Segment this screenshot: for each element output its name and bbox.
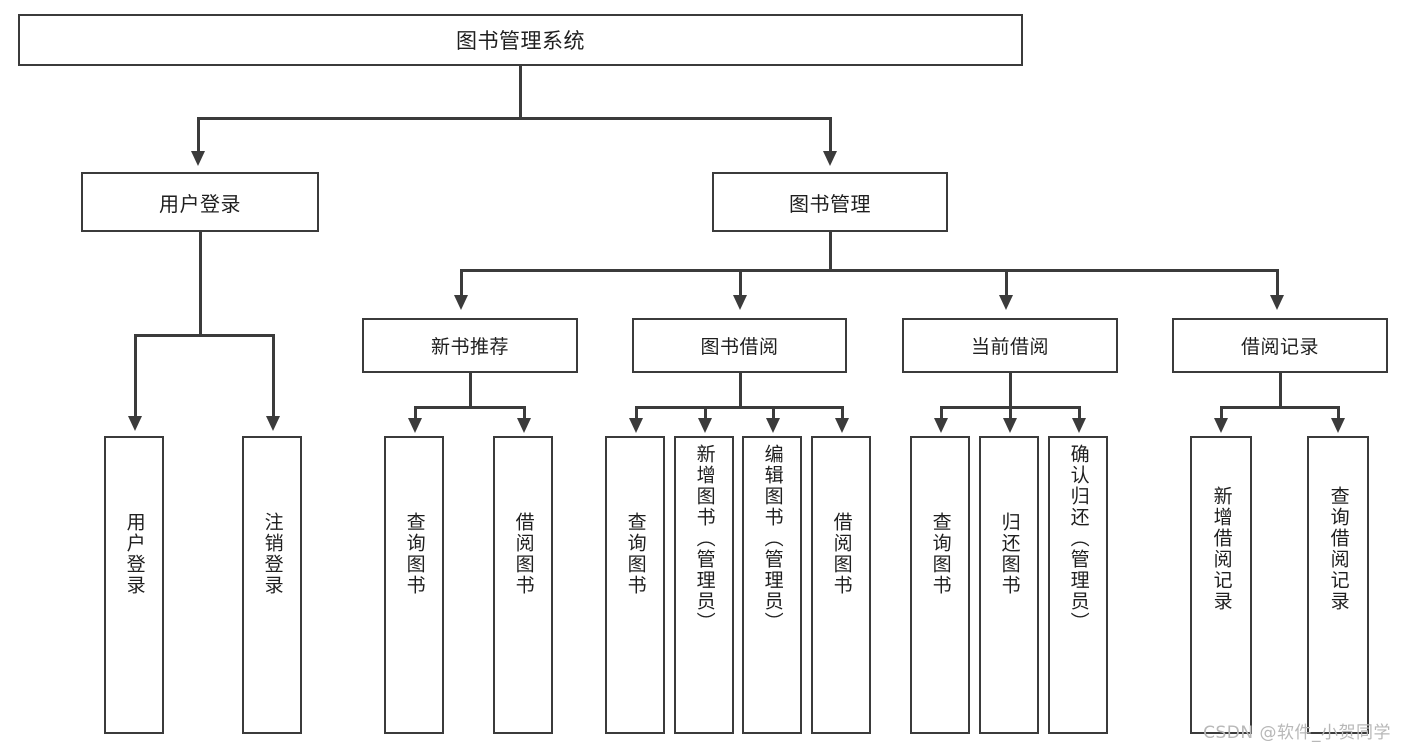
arrowhead-new-book (454, 295, 468, 310)
connector-drop-login-1 (134, 334, 137, 418)
connector-drop-login-2 (272, 334, 275, 418)
connector-new-book-stem (469, 373, 472, 408)
arrowhead-br-2 (1331, 418, 1345, 433)
leaf-new-book-borrow[interactable]: 借阅图书 (493, 436, 553, 734)
connector-drop-br-2 (1337, 406, 1340, 420)
connector-drop-bb-2 (704, 406, 707, 420)
arrowhead-br-1 (1214, 418, 1228, 433)
node-label: 图书借阅 (700, 336, 779, 358)
arrowhead-cb-2 (1003, 418, 1017, 433)
csdn-watermark: CSDN @软件_小贺同学 (1203, 723, 1391, 743)
node-current-borrow[interactable]: 当前借阅 (902, 318, 1118, 373)
arrowhead-bb-4 (835, 418, 849, 433)
arrowhead-login-1 (128, 416, 142, 431)
connector-drop-bb-4 (841, 406, 844, 420)
connector-user-login-bus (134, 334, 272, 337)
leaf-current-borrow-return[interactable]: 归还图书 (979, 436, 1039, 734)
leaf-book-borrow-lend[interactable]: 借阅图书 (811, 436, 871, 734)
node-user-login[interactable]: 用户登录 (81, 172, 319, 232)
leaf-label: 新增图书（管理员） (693, 444, 716, 633)
connector-book-borrow-stem (739, 373, 742, 408)
node-book-management[interactable]: 图书管理 (712, 172, 948, 232)
connector-drop-nb-2 (523, 406, 526, 420)
connector-book-manage-stem (829, 232, 832, 271)
connector-drop-cb-1 (940, 406, 943, 420)
connector-drop-borrow-record (1276, 269, 1279, 297)
connector-borrow-record-bus (1220, 406, 1339, 409)
connector-current-borrow-stem (1009, 373, 1012, 408)
arrowhead-bb-3 (766, 418, 780, 433)
connector-drop-cb-2 (1009, 406, 1012, 420)
leaf-label: 查询借阅记录 (1327, 486, 1350, 612)
arrowhead-bb-2 (698, 418, 712, 433)
node-root-label: 图书管理系统 (456, 29, 585, 53)
connector-drop-user-login (197, 117, 200, 153)
arrowhead-book-borrow (733, 295, 747, 310)
connector-drop-bb-1 (635, 406, 638, 420)
connector-user-login-stem (199, 232, 202, 336)
leaf-book-borrow-add[interactable]: 新增图书（管理员） (674, 436, 734, 734)
node-book-borrow[interactable]: 图书借阅 (632, 318, 847, 373)
leaf-user-login-signout[interactable]: 注销登录 (242, 436, 302, 734)
leaf-book-borrow-query[interactable]: 查询图书 (605, 436, 665, 734)
leaf-label: 新增借阅记录 (1210, 486, 1233, 612)
arrowhead-current-borrow (999, 295, 1013, 310)
connector-drop-cb-3 (1078, 406, 1081, 420)
arrowhead-book-manage (823, 151, 837, 166)
node-label: 新书推荐 (430, 336, 509, 358)
connector-drop-nb-1 (414, 406, 417, 420)
leaf-label: 用户登录 (123, 512, 146, 596)
connector-root-bus (197, 117, 831, 120)
leaf-label: 编辑图书（管理员） (761, 444, 784, 633)
node-new-book-recommend[interactable]: 新书推荐 (362, 318, 578, 373)
connector-root-stem (519, 66, 522, 118)
node-user-login-label: 用户登录 (159, 191, 241, 216)
connector-drop-book-borrow (739, 269, 742, 297)
connector-borrow-record-stem (1279, 373, 1282, 408)
connector-drop-current-borrow (1005, 269, 1008, 297)
leaf-new-book-query[interactable]: 查询图书 (384, 436, 444, 734)
leaf-label: 查询图书 (624, 512, 647, 596)
arrowhead-nb-2 (517, 418, 531, 433)
leaf-label: 借阅图书 (512, 512, 535, 596)
connector-drop-new-book (460, 269, 463, 297)
node-root-system[interactable]: 图书管理系统 (18, 14, 1023, 66)
node-label: 借阅记录 (1240, 336, 1319, 358)
leaf-user-login-signin[interactable]: 用户登录 (104, 436, 164, 734)
leaf-borrow-record-query[interactable]: 查询借阅记录 (1307, 436, 1369, 734)
arrowhead-nb-1 (408, 418, 422, 433)
arrowhead-borrow-record (1270, 295, 1284, 310)
leaf-label: 查询图书 (929, 512, 952, 596)
leaf-label: 查询图书 (403, 512, 426, 596)
connector-new-book-bus (414, 406, 525, 409)
leaf-borrow-record-add[interactable]: 新增借阅记录 (1190, 436, 1252, 734)
node-label: 当前借阅 (970, 336, 1049, 358)
leaf-current-borrow-confirm[interactable]: 确认归还（管理员） (1048, 436, 1108, 734)
connector-drop-bb-3 (772, 406, 775, 420)
connector-drop-br-1 (1220, 406, 1223, 420)
leaf-current-borrow-query[interactable]: 查询图书 (910, 436, 970, 734)
arrowhead-user-login (191, 151, 205, 166)
leaf-label: 确认归还（管理员） (1067, 444, 1090, 633)
arrowhead-login-2 (266, 416, 280, 431)
arrowhead-cb-1 (934, 418, 948, 433)
connector-book-borrow-bus (635, 406, 843, 409)
leaf-book-borrow-edit[interactable]: 编辑图书（管理员） (742, 436, 802, 734)
node-book-management-label: 图书管理 (789, 191, 871, 216)
leaf-label: 借阅图书 (830, 512, 853, 596)
connector-drop-book-manage (829, 117, 832, 153)
arrowhead-bb-1 (629, 418, 643, 433)
arrowhead-cb-3 (1072, 418, 1086, 433)
leaf-label: 注销登录 (261, 512, 284, 596)
node-borrow-record[interactable]: 借阅记录 (1172, 318, 1388, 373)
leaf-label: 归还图书 (998, 512, 1021, 596)
connector-level3-bus (460, 269, 1278, 272)
